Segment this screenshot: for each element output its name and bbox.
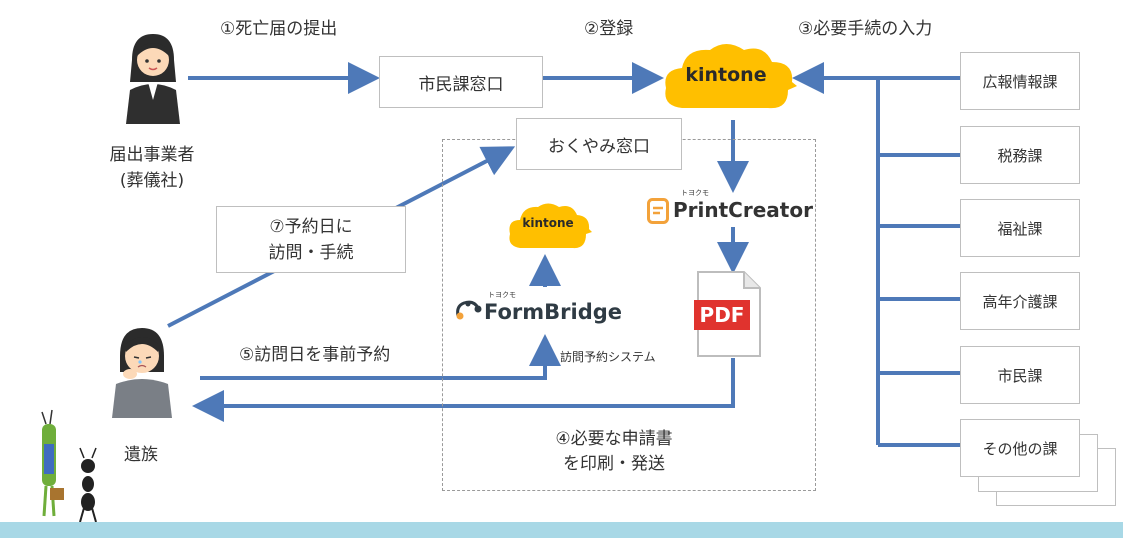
kintone-cloud-main: kintone [660,40,798,120]
dept-box-5: 市民課 [960,346,1080,404]
reservation-system-label: 訪問予約システム [560,350,656,364]
step2-label: ②登録 [584,19,634,39]
step5-label: ⑤訪問日を事前予約 [239,345,391,365]
formbridge-icon [456,300,482,320]
bereaved-family-avatar [104,322,180,418]
dept-box-6: その他の課 [960,419,1080,477]
insect-characters-illustration [30,404,110,523]
condolence-counter-box: おくやみ窓口 [516,118,682,170]
dept-box-3: 福祉課 [960,199,1080,257]
funeral-operator-avatar [118,30,188,124]
dept-box-2: 税務課 [960,126,1080,184]
arrow-family-to-formbridge [200,334,561,380]
formbridge-logo: トヨクモ FormBridge [452,290,642,330]
step4-label: ④必要な申請書 を印刷・発送 [555,429,673,474]
printcreator-icon [647,198,669,224]
arrow-pdf-to-family [192,358,735,422]
pdf-icon: PDF [694,270,764,358]
dept-box-1: 広報情報課 [960,52,1080,110]
printcreator-logo: トヨクモ PrintCreator [645,188,815,228]
dept-box-4: 高年介護課 [960,272,1080,330]
step7-box: ⑦予約日に 訪問・手続 [216,206,406,273]
bereaved-family-label: 遺族 [124,445,158,465]
step3-label: ③必要手続の入力 [798,19,933,39]
kintone-cloud-small: kintone [506,200,592,256]
citizen-counter-box: 市民課窓口 [379,56,543,108]
step1-label: ①死亡届の提出 [220,19,338,39]
funeral-operator-label: 届出事業者 (葬儀社) [109,145,195,191]
ground-strip [0,522,1123,538]
